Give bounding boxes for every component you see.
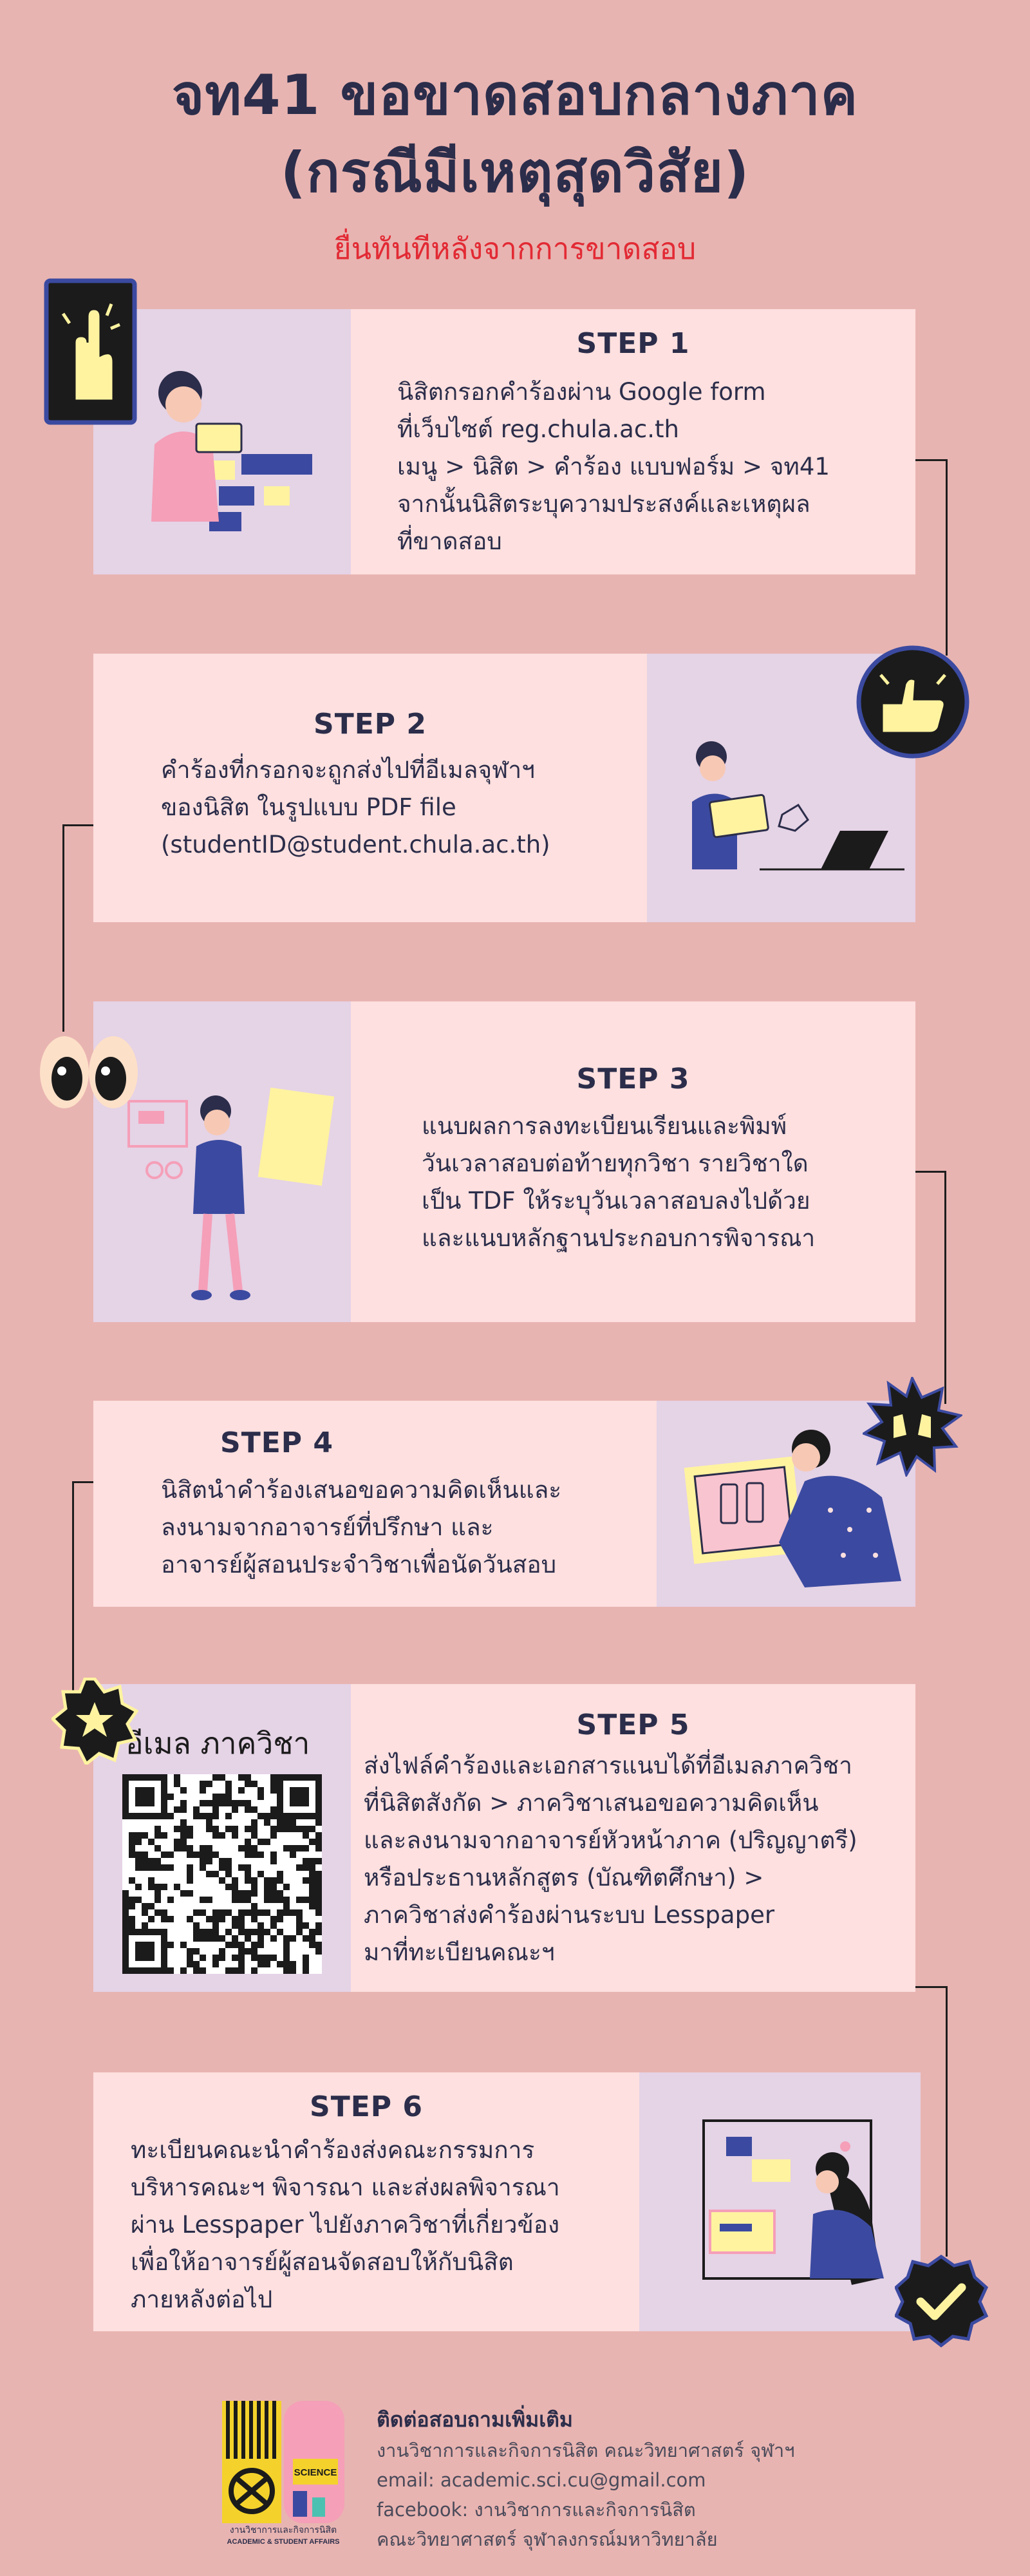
person-with-tablet-illustration [151, 371, 312, 531]
connector-line [946, 459, 948, 656]
svg-text:SCIENCE: SCIENCE [294, 2467, 337, 2478]
connector-line [72, 1481, 93, 1483]
step1-text: นิสิตกรอกคำร้องผ่าน Google form ที่เว็บไ… [397, 378, 830, 555]
connector-line [944, 1171, 946, 1404]
step2-panel: STEP 2 คำร้องที่กรอกจะถูกส่งไปที่อีเมลจุ… [93, 654, 647, 922]
connector-line [946, 1986, 948, 2257]
step4-title: STEP 4 [220, 1426, 333, 1459]
step4-text: นิสิตนำคำร้องเสนอขอความคิดเห็นและ ลงนามจ… [161, 1476, 562, 1578]
step3-illustration [93, 1001, 351, 1322]
connector-line [914, 459, 948, 461]
step3-panel: STEP 3 แนบผลการลงทะเบียนเรียนและพิมพ์ วั… [351, 1001, 915, 1322]
person-with-board-illustration [702, 2119, 884, 2285]
step6-text: ทะเบียนคณะนำคำร้องส่งคณะกรรมการ บริหารคณ… [131, 2136, 560, 2313]
person-with-laptop-illustration [692, 741, 904, 871]
checkmark-badge-icon [894, 2254, 989, 2348]
step4-panel: STEP 4 นิสิตนำคำร้องเสนอขอความคิดเห็นและ… [93, 1401, 657, 1607]
page-title: จท41 ขอขาดสอบกลางภาค [171, 63, 859, 128]
thumbs-up-icon [855, 644, 971, 760]
step1-panel: STEP 1 นิสิตกรอกคำร้องผ่าน Google form ท… [351, 309, 915, 574]
star-icon [50, 1677, 139, 1766]
contact-email[interactable]: email: academic.sci.cu@gmail.com [377, 2469, 706, 2491]
step6-title: STEP 6 [310, 2090, 423, 2123]
step5-text: ส่งไฟล์คำร้องและเอกสารแนบได้ที่อีเมลภาคว… [364, 1752, 857, 1966]
step2-text: คำร้องที่กรอกจะถูกส่งไปที่อีเมลจุฬาฯ ของ… [161, 756, 550, 858]
cheering-hands-icon [861, 1374, 964, 1479]
contact-facebook[interactable]: facebook: งานวิชาการและกิจการนิสิต [377, 2499, 696, 2521]
page-title-condition: (กรณีมีเหตุสุดวิสัย) [280, 140, 750, 205]
contact-department: งานวิชาการและกิจการนิสิต คณะวิทยาศาสตร์ … [377, 2439, 795, 2461]
step1-title: STEP 1 [576, 327, 690, 360]
step5-title: STEP 5 [576, 1709, 690, 1741]
faculty-logo: SCIENCE งานวิชาการและกิจการนิสิต ACADEMI… [222, 2401, 344, 2546]
contact-faculty: คณะวิทยาศาสตร์ จุฬาลงกรณ์มหาวิทยาลัย [377, 2528, 718, 2550]
connector-line [914, 1986, 948, 1988]
qr-code[interactable] [122, 1774, 322, 1974]
step2-title: STEP 2 [314, 708, 427, 741]
step1-illustration [93, 309, 351, 574]
eyes-icon [37, 1032, 140, 1112]
pointing-hand-icon [44, 278, 137, 425]
connector-line [62, 824, 64, 1032]
step3-title: STEP 3 [576, 1063, 690, 1095]
step2-illustration [647, 654, 915, 922]
connector-line [62, 824, 93, 826]
qr-label: อีเมล ภาควิชา [126, 1726, 310, 1761]
connector-line [914, 1171, 946, 1173]
step5-panel: STEP 5 ส่งไฟล์คำร้องและเอกสารแนบได้ที่อี… [351, 1684, 915, 1992]
step5-qr-area: อีเมล ภาควิชา [93, 1684, 351, 1992]
page-subtitle: ยื่นทันทีหลังจากการขาดสอบ [333, 231, 697, 266]
step6-illustration [639, 2072, 921, 2331]
step3-text: แนบผลการลงทะเบียนเรียนและพิมพ์ วันเวลาสอ… [422, 1112, 816, 1252]
step6-panel: STEP 6 ทะเบียนคณะนำคำร้องส่งคณะกรรมการ บ… [93, 2072, 639, 2331]
person-with-documents-illustration [127, 1087, 335, 1300]
svg-text:งานวิชาการและกิจการนิสิต: งานวิชาการและกิจการนิสิต [230, 2525, 337, 2535]
svg-text:ACADEMIC & STUDENT AFFAIRS: ACADEMIC & STUDENT AFFAIRS [227, 2538, 340, 2546]
contact-heading: ติดต่อสอบถามเพิ่มเติม [377, 2407, 573, 2432]
person-drawing-illustration [684, 1430, 901, 1587]
connector-line [72, 1481, 74, 1703]
